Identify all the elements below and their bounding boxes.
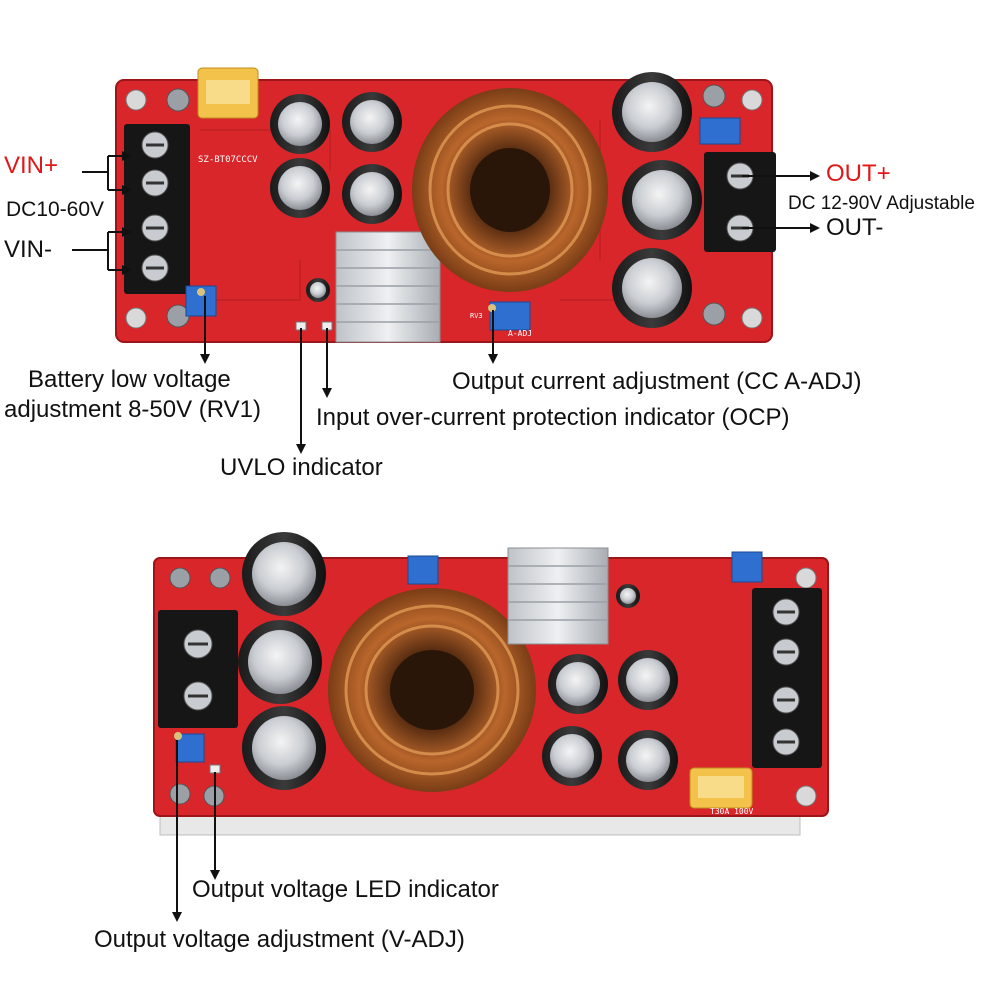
bottom-heatsink-fins: [508, 565, 608, 621]
top-capacitors-large: [612, 72, 702, 328]
top-silk-model: SZ-BT07CCCV: [198, 155, 258, 165]
top-board: SZ-BT07CCCV A-ADJ RV3: [115, 67, 776, 343]
label-out-minus: OUT-: [826, 214, 884, 241]
label-vin-minus: VIN-: [4, 236, 52, 263]
bottom-board: T30A 100V: [153, 532, 829, 836]
top-trimmer-a-adj[interactable]: [489, 301, 531, 331]
bottom-output-terminal: [158, 610, 238, 728]
label-output-voltage-adj: Output voltage adjustment (V-ADJ): [94, 926, 465, 953]
label-dc-input: DC10-60V: [6, 198, 105, 221]
top-trimmer-rv1-screw: [197, 288, 205, 296]
bottom-base: [159, 814, 801, 836]
top-capacitors-small: [270, 92, 402, 302]
bottom-fuse: [689, 767, 753, 809]
bottom-capacitors-large: [238, 532, 326, 790]
bottom-inductor: [328, 588, 536, 792]
top-heatsink: [335, 231, 441, 343]
label-vin-plus: VIN+: [4, 152, 59, 179]
bottom-trimmer-b[interactable]: [731, 551, 763, 583]
top-output-terminal: [704, 152, 776, 252]
label-battery-low-line2: adjustment 8-50V (RV1): [4, 396, 262, 423]
bottom-capacitors-small: [542, 584, 678, 790]
bottom-trimmer-a[interactable]: [407, 555, 439, 585]
bottom-led-output-voltage: [209, 764, 221, 774]
label-output-voltage-led: Output voltage LED indicator: [192, 876, 499, 903]
bottom-heatsink: [507, 547, 609, 645]
label-uvlo: UVLO indicator: [220, 454, 383, 481]
top-heatsink-fins: [336, 249, 440, 323]
callout-lines: [72, 151, 820, 922]
top-silk-rv3: RV3: [470, 312, 483, 320]
top-fuse: [197, 67, 259, 119]
top-screws: [125, 84, 763, 329]
top-trimmer-extra[interactable]: [699, 117, 741, 145]
label-battery-low-line1: Battery low voltage: [28, 366, 231, 393]
label-dc-output: DC 12-90V Adjustable: [788, 193, 975, 214]
bottom-input-terminal: [752, 588, 822, 768]
top-silk-a-adj: A-ADJ: [508, 329, 532, 338]
label-out-plus: OUT+: [826, 160, 891, 187]
bottom-trimmer-v-adj-screw: [174, 732, 182, 740]
label-input-ocp: Input over-current protection indicator …: [316, 404, 790, 431]
top-input-terminal: [124, 124, 190, 294]
label-output-current: Output current adjustment (CC A-ADJ): [452, 368, 862, 395]
top-inductor: [412, 88, 608, 292]
bottom-silk-fuse: T30A 100V: [710, 807, 754, 816]
